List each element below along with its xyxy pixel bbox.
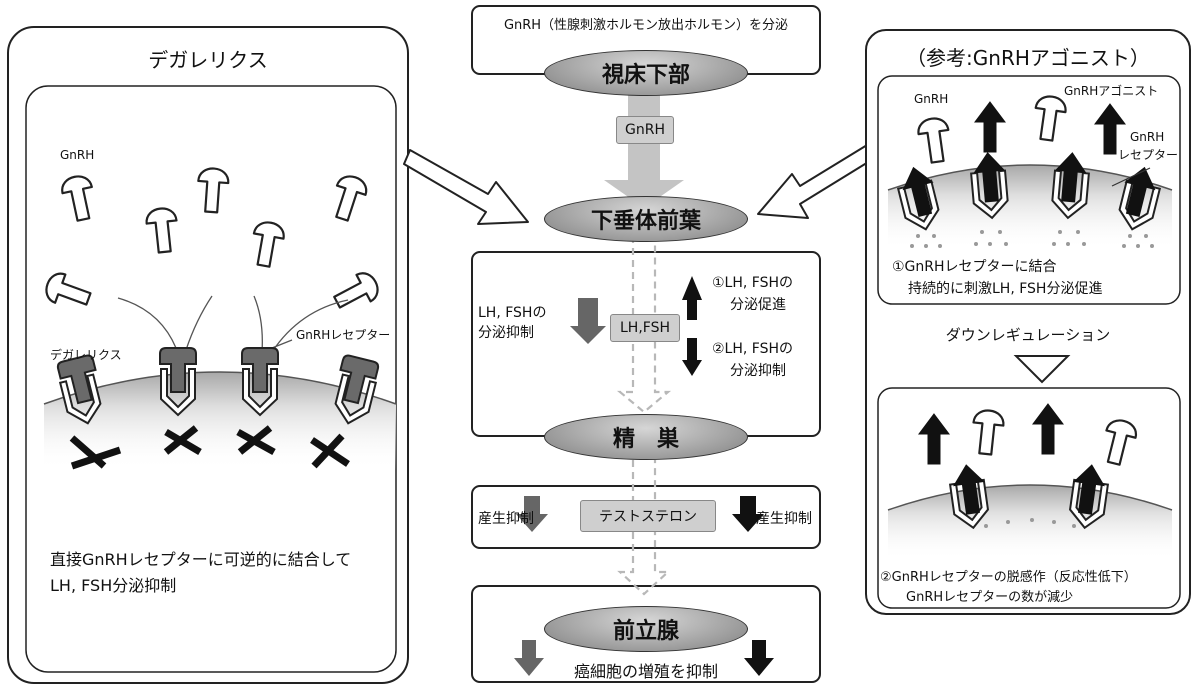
caption-line-2: LH, FSH分泌抑制 <box>50 576 177 595</box>
lh-fsh-left-line2: 分泌抑制 <box>478 325 534 341</box>
desc1-line1: ①GnRHレセプターに結合 <box>892 259 1057 275</box>
left-panel-title: デガレリクス <box>148 48 268 72</box>
downregulation-label: ダウンレギュレーション <box>945 326 1111 344</box>
lh-fsh-arrows <box>570 276 702 376</box>
testis-node: 精 巣 <box>544 414 748 460</box>
hypothalamus-node: 視床下部 <box>544 50 748 96</box>
cancer-note: 癌細胞の増殖を抑制 <box>573 662 718 681</box>
lh-fsh-box: LH,FSH <box>610 314 680 342</box>
gnrh-down-arrow <box>604 94 684 208</box>
caption-line-1: 直接GnRHレセプターに可逆的に結合して <box>50 550 352 569</box>
desc2-line1: ②GnRHレセプターの脱感作（反応性低下） <box>880 570 1137 585</box>
right-panel-title: （参考:GnRHアゴニスト） <box>906 46 1150 70</box>
left-to-pituitary-arrow <box>403 149 529 225</box>
agonist-label: GnRHアゴニスト <box>1064 84 1159 98</box>
receptor-label: GnRHレセプター <box>296 328 391 342</box>
receptor-label-line1: GnRH <box>1130 130 1165 144</box>
center-boxes <box>471 5 821 683</box>
right-gnrh-label: GnRH <box>914 92 949 106</box>
top-note: GnRH（性腺刺激ホルモン放出ホルモン）を分泌 <box>503 18 789 33</box>
down-triangle-icon <box>1013 355 1071 384</box>
step1-line1: ①LH, FSHの <box>712 275 793 291</box>
prod-right-label: 産生抑制 <box>756 511 812 527</box>
testosterone-box: テストステロン <box>580 500 716 532</box>
step2-line1: ②LH, FSHの <box>712 341 793 357</box>
receptor-pointer <box>1111 167 1151 187</box>
degarelix-label: デガレリクス <box>50 348 122 362</box>
prostate-arrows <box>514 640 774 676</box>
receptor-label-line2: レセプター <box>1118 148 1179 162</box>
prod-left-label: 産生抑制 <box>478 511 534 527</box>
gnrh-label: GnRH <box>60 148 95 162</box>
dashed-arrow <box>616 236 672 596</box>
desc2-line2: GnRHレセプターの数が減少 <box>906 590 1074 605</box>
prostate-node: 前立腺 <box>544 606 748 652</box>
testosterone-arrows <box>516 496 764 532</box>
desc1-line2: 持続的に刺激LH, FSH分泌促進 <box>908 281 1103 297</box>
gnrh-box: GnRH <box>616 116 674 144</box>
lh-fsh-left-line1: LH, FSHの <box>478 305 547 321</box>
step1-line2: 分泌促進 <box>730 297 786 313</box>
pituitary-node: 下垂体前葉 <box>544 196 748 242</box>
reduced-dots <box>984 518 1076 528</box>
signal-dots <box>910 230 1154 248</box>
right-to-pituitary-arrow <box>757 141 879 219</box>
block-x-icon <box>69 425 350 470</box>
step2-line2: 分泌抑制 <box>730 363 786 379</box>
